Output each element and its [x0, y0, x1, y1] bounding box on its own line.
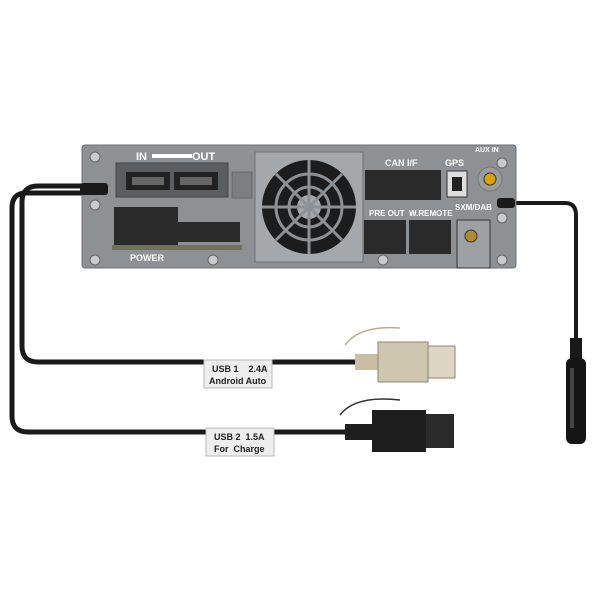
sxm-dab-port[interactable]: [456, 219, 491, 269]
usb2-tag: USB 2 1.5A For Charge: [205, 427, 275, 457]
hdmi-out-label: OUT: [192, 151, 216, 163]
usb2-tag-line1: USB 2 1.5A: [214, 432, 265, 442]
head-unit-rear-panel: IN OUT POWER CAN I/F GPS: [80, 144, 517, 269]
hdmi-in-label: IN: [136, 151, 147, 163]
aux-in-label: AUX IN: [475, 147, 499, 154]
usb1-tag: USB 1 2.4A Android Auto: [203, 359, 273, 389]
w-remote-connector[interactable]: [409, 220, 451, 254]
power-connector[interactable]: [112, 207, 242, 250]
can-connector[interactable]: [365, 170, 441, 200]
aux-cable: [505, 201, 578, 345]
fan-icon: [254, 151, 364, 263]
can-label: CAN I/F: [385, 158, 418, 168]
gps-label: GPS: [445, 158, 464, 168]
screw-icon: [89, 151, 508, 266]
sxm-dab-label: SXM/DAB: [455, 203, 492, 212]
pre-out-connector[interactable]: [364, 220, 406, 254]
hdmi-ports[interactable]: [115, 154, 229, 198]
usb1-plug: [344, 326, 456, 383]
usb2-cable: [9, 190, 350, 435]
usb2-plug: [339, 398, 454, 452]
pre-out-label: PRE OUT: [369, 209, 405, 218]
w-remote-label: W.REMOTE: [409, 209, 453, 218]
usb1-tag-line2: Android Auto: [209, 376, 267, 386]
power-label: POWER: [130, 253, 165, 263]
usb1-tag-line1: USB 1 2.4A: [212, 364, 268, 374]
aux-plug: [566, 338, 586, 444]
usb2-tag-line2: For Charge: [214, 444, 265, 454]
usb1-cable: [19, 183, 360, 365]
